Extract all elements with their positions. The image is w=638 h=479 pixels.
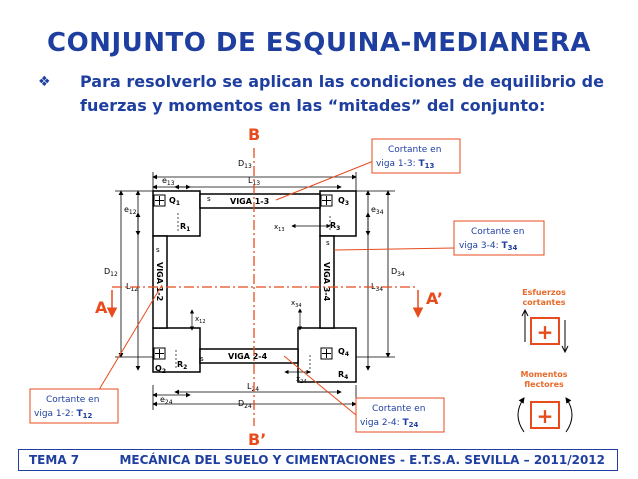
section-label-A: A <box>95 298 108 317</box>
section-arrows <box>106 290 424 318</box>
callout-t34: Cortante en viga 3-4: T34 <box>453 220 545 256</box>
load-Q4: Q4 <box>338 347 349 358</box>
column-4 <box>320 347 333 360</box>
dim-D13: D13 <box>238 159 252 170</box>
dim-x12: x12 <box>195 315 206 325</box>
beam-2-4 <box>199 348 299 364</box>
section-label-B: B <box>248 125 260 144</box>
beam-label-1-2: VIGA 1-2 <box>155 262 164 301</box>
footer-bar: TEMA 7 MECÁNICA DEL SUELO Y CIMENTACIONE… <box>18 449 618 471</box>
beam-3-4 <box>319 235 335 329</box>
legend-shear-line2: cortantes <box>522 298 565 307</box>
callout-t12: Cortante en viga 1-2: T12 <box>29 388 119 424</box>
load-Q2: Q2 <box>155 364 166 375</box>
callout-t13: Cortante en viga 1-3: T13 <box>371 138 461 174</box>
legend-shear-line1: Esfuerzos <box>522 288 566 297</box>
dim-D24: D24 <box>238 399 252 410</box>
dim-L24: L24 <box>247 382 259 393</box>
beam-label-3-4: VIGA 3-4 <box>322 262 331 302</box>
svg-text:Cortante en: Cortante en <box>388 145 441 155</box>
svg-text:viga 3-4: T34: viga 3-4: T34 <box>459 241 518 252</box>
dim-s-top: s <box>207 195 211 203</box>
svg-text:viga 2-4: T24: viga 2-4: T24 <box>360 418 419 429</box>
svg-text:viga 1-2: T12: viga 1-2: T12 <box>34 409 93 420</box>
beam-label-2-4: VIGA 2-4 <box>228 352 268 361</box>
load-Q1: Q1 <box>169 196 180 207</box>
dim-L12: L12 <box>126 282 138 293</box>
svg-text:Cortante en: Cortante en <box>372 404 425 414</box>
dim-x34: x34 <box>291 299 302 309</box>
svg-text:Cortante en: Cortante en <box>471 227 524 237</box>
beam-1-3 <box>199 193 321 209</box>
moment-sign-icon: + <box>517 397 573 433</box>
dim-e34: e34 <box>371 205 384 216</box>
dim-D12: D12 <box>104 267 118 278</box>
footer-topic: TEMA 7 <box>29 453 80 467</box>
dim-e12: e12 <box>124 205 137 216</box>
legend-moment-line1: Momentos <box>521 370 568 379</box>
callout-leaders <box>87 159 455 416</box>
column-1 <box>153 194 166 207</box>
bullet-text: Para resolverlo se aplican las condicion… <box>80 72 604 115</box>
dim-s-left: s <box>156 246 160 254</box>
dim-D34: D34 <box>391 267 405 278</box>
column-3 <box>320 194 333 207</box>
legend-moment-line2: flectores <box>524 380 564 389</box>
load-Q3: Q3 <box>338 196 349 207</box>
bullet-symbol-icon: ❖ <box>38 74 51 90</box>
dimension-right <box>356 190 395 371</box>
section-lines <box>112 148 418 426</box>
dim-x24: x24 <box>296 375 307 385</box>
beam-1-2 <box>152 235 168 329</box>
dim-e24: e24 <box>160 395 173 406</box>
bullet-paragraph: ❖ Para resolverlo se aplican las condici… <box>38 70 608 118</box>
dim-e13: e13 <box>162 176 175 187</box>
x-distances <box>189 223 331 375</box>
section-label-B-prime: B’ <box>248 430 266 449</box>
moment-plus: + <box>537 404 554 428</box>
dimension-left <box>115 190 153 371</box>
dim-L13: L13 <box>248 176 260 187</box>
reaction-R4: R4 <box>338 370 348 381</box>
svg-text:viga 1-3: T13: viga 1-3: T13 <box>376 159 435 170</box>
svg-text:Cortante en: Cortante en <box>46 395 99 405</box>
column-2 <box>153 347 166 360</box>
reaction-R3: R3 <box>330 221 340 232</box>
page-title: CONJUNTO DE ESQUINA-MEDIANERA <box>47 28 591 58</box>
footer-course: MECÁNICA DEL SUELO Y CIMENTACIONES - E.T… <box>119 453 605 467</box>
shear-sign-icon: + <box>521 308 569 354</box>
shear-plus: + <box>537 320 554 344</box>
dim-x13: x13 <box>274 223 285 233</box>
dim-s-right: s <box>326 239 330 247</box>
callout-t24: Cortante en viga 2-4: T24 <box>355 397 445 433</box>
beam-label-1-3: VIGA 1-3 <box>230 197 269 206</box>
dim-s-bottom: s <box>200 355 204 363</box>
section-label-A-prime: A’ <box>426 289 443 308</box>
footing-3 <box>319 190 357 237</box>
reaction-R1: R1 <box>180 222 190 233</box>
reaction-R2: R2 <box>177 360 187 371</box>
